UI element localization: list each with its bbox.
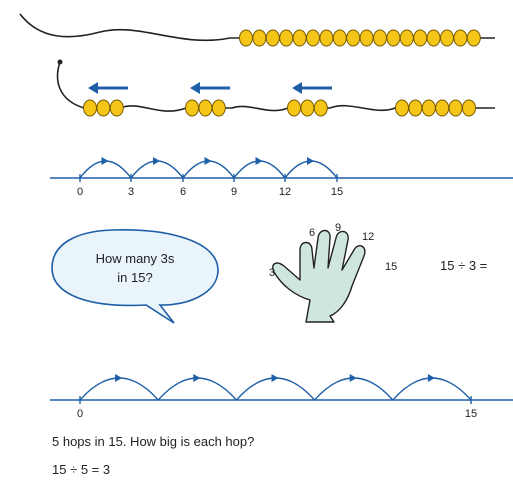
hop-arrowhead bbox=[115, 374, 122, 382]
bead bbox=[301, 100, 314, 116]
hop-arrowhead bbox=[350, 374, 357, 382]
tick-label: 12 bbox=[279, 186, 291, 198]
bead bbox=[97, 100, 110, 116]
hop-arc bbox=[236, 378, 314, 400]
bead bbox=[280, 30, 293, 46]
bead bbox=[333, 30, 346, 46]
number-line-1: 0 3 6 9 12 15 bbox=[50, 157, 513, 198]
bead bbox=[288, 100, 301, 116]
finger-label: 6 bbox=[309, 227, 315, 239]
speech-bubble: How many 3s in 15? bbox=[52, 230, 218, 323]
bead bbox=[400, 30, 413, 46]
finger-label: 9 bbox=[335, 222, 341, 234]
bead bbox=[409, 100, 422, 116]
hop-arc bbox=[315, 378, 393, 400]
bead bbox=[266, 30, 279, 46]
bead bbox=[347, 30, 360, 46]
bead bbox=[427, 30, 440, 46]
hop-arrowhead bbox=[307, 157, 314, 165]
hop-arrowhead bbox=[428, 374, 435, 382]
hop-arrowhead bbox=[102, 157, 109, 165]
bead bbox=[463, 100, 476, 116]
bead bbox=[253, 30, 266, 46]
hop-arc bbox=[80, 378, 158, 400]
hop-arc bbox=[234, 161, 285, 178]
bead bbox=[449, 100, 462, 116]
move-arrow-head bbox=[88, 82, 98, 94]
bead bbox=[199, 100, 212, 116]
hop-arc bbox=[131, 161, 183, 178]
bead bbox=[293, 30, 306, 46]
number-line-1-hops bbox=[80, 157, 337, 178]
tick-label: 0 bbox=[77, 186, 83, 198]
bead bbox=[374, 30, 387, 46]
hand-shape bbox=[273, 231, 365, 323]
hop-arrowhead bbox=[205, 157, 212, 165]
bead bbox=[240, 30, 253, 46]
speech-bubble-line2: in 15? bbox=[117, 270, 152, 285]
hop-arrowhead bbox=[256, 157, 263, 165]
speech-bubble-line1: How many 3s bbox=[96, 251, 175, 266]
tick-label: 9 bbox=[231, 186, 237, 198]
finger-label: 12 bbox=[362, 231, 374, 243]
number-line-2-hops bbox=[80, 374, 471, 400]
hop-arrowhead bbox=[153, 157, 160, 165]
bead bbox=[360, 30, 373, 46]
hop-arrowhead bbox=[272, 374, 279, 382]
hop-arrowhead bbox=[193, 374, 200, 382]
string-end-knot bbox=[58, 60, 63, 65]
tick-label: 15 bbox=[331, 186, 343, 198]
hop-arc bbox=[393, 378, 471, 400]
bead-groups bbox=[84, 100, 476, 116]
move-arrows bbox=[88, 82, 332, 94]
bead bbox=[414, 30, 427, 46]
bead bbox=[436, 100, 449, 116]
answer-equation: 15 ÷ 5 = 3 bbox=[52, 462, 110, 477]
bead bbox=[110, 100, 123, 116]
bead bbox=[186, 100, 199, 116]
bead bbox=[422, 100, 435, 116]
bead-string-top bbox=[20, 14, 495, 46]
bead bbox=[454, 30, 467, 46]
bead bbox=[467, 30, 480, 46]
bead bbox=[320, 30, 333, 46]
hop-arc bbox=[285, 161, 337, 178]
bead-row bbox=[240, 30, 481, 46]
tick-label: 6 bbox=[180, 186, 186, 198]
hop-arc bbox=[183, 161, 234, 178]
bead bbox=[307, 30, 320, 46]
bead bbox=[441, 30, 454, 46]
hop-arc bbox=[80, 161, 131, 178]
bead bbox=[84, 100, 97, 116]
number-line-2: 0 15 bbox=[50, 374, 513, 420]
equation-right: 15 ÷ 3 = bbox=[440, 258, 487, 273]
bead bbox=[387, 30, 400, 46]
tick-label: 15 bbox=[465, 408, 477, 420]
finger-label: 15 bbox=[385, 261, 397, 273]
finger-label: 3 bbox=[269, 267, 275, 279]
tick-label: 3 bbox=[128, 186, 134, 198]
hop-arc bbox=[158, 378, 236, 400]
counting-hand-icon: 3 6 9 12 15 bbox=[269, 222, 397, 322]
bead bbox=[212, 100, 225, 116]
bead-string-grouped bbox=[58, 60, 496, 117]
bead bbox=[396, 100, 409, 116]
move-arrow-head bbox=[292, 82, 302, 94]
move-arrow-head bbox=[190, 82, 200, 94]
question-text: 5 hops in 15. How big is each hop? bbox=[52, 434, 254, 449]
bead bbox=[314, 100, 327, 116]
tick-label: 0 bbox=[77, 408, 83, 420]
